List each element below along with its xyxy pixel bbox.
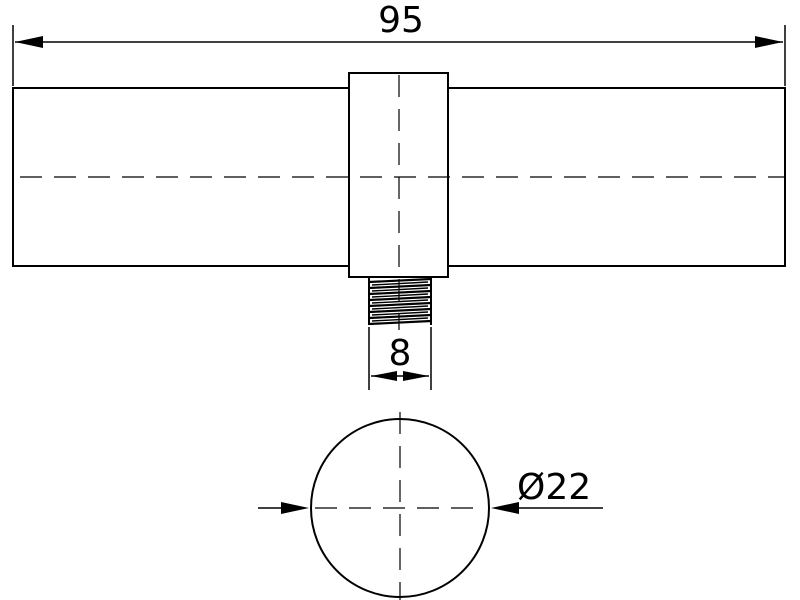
thread-lines: [368, 277, 432, 326]
left-tube-outline: [12, 87, 349, 267]
dimension-overall-length: [12, 25, 786, 86]
diameter-label: Ø22: [517, 467, 591, 508]
thread-arrowhead-left: [371, 371, 397, 381]
overall-length-label: 95: [378, 0, 424, 41]
thread-size-label: 8: [389, 333, 412, 374]
thread-arrowhead-right: [403, 371, 429, 381]
diameter-arrowhead-right: [491, 502, 519, 514]
center-collar: [348, 72, 449, 278]
arrowhead-left: [15, 36, 43, 48]
diameter-arrowhead-left: [281, 502, 309, 514]
thread-crests: [371, 281, 429, 322]
arrowhead-right: [755, 36, 783, 48]
threaded-stud: [368, 277, 432, 326]
